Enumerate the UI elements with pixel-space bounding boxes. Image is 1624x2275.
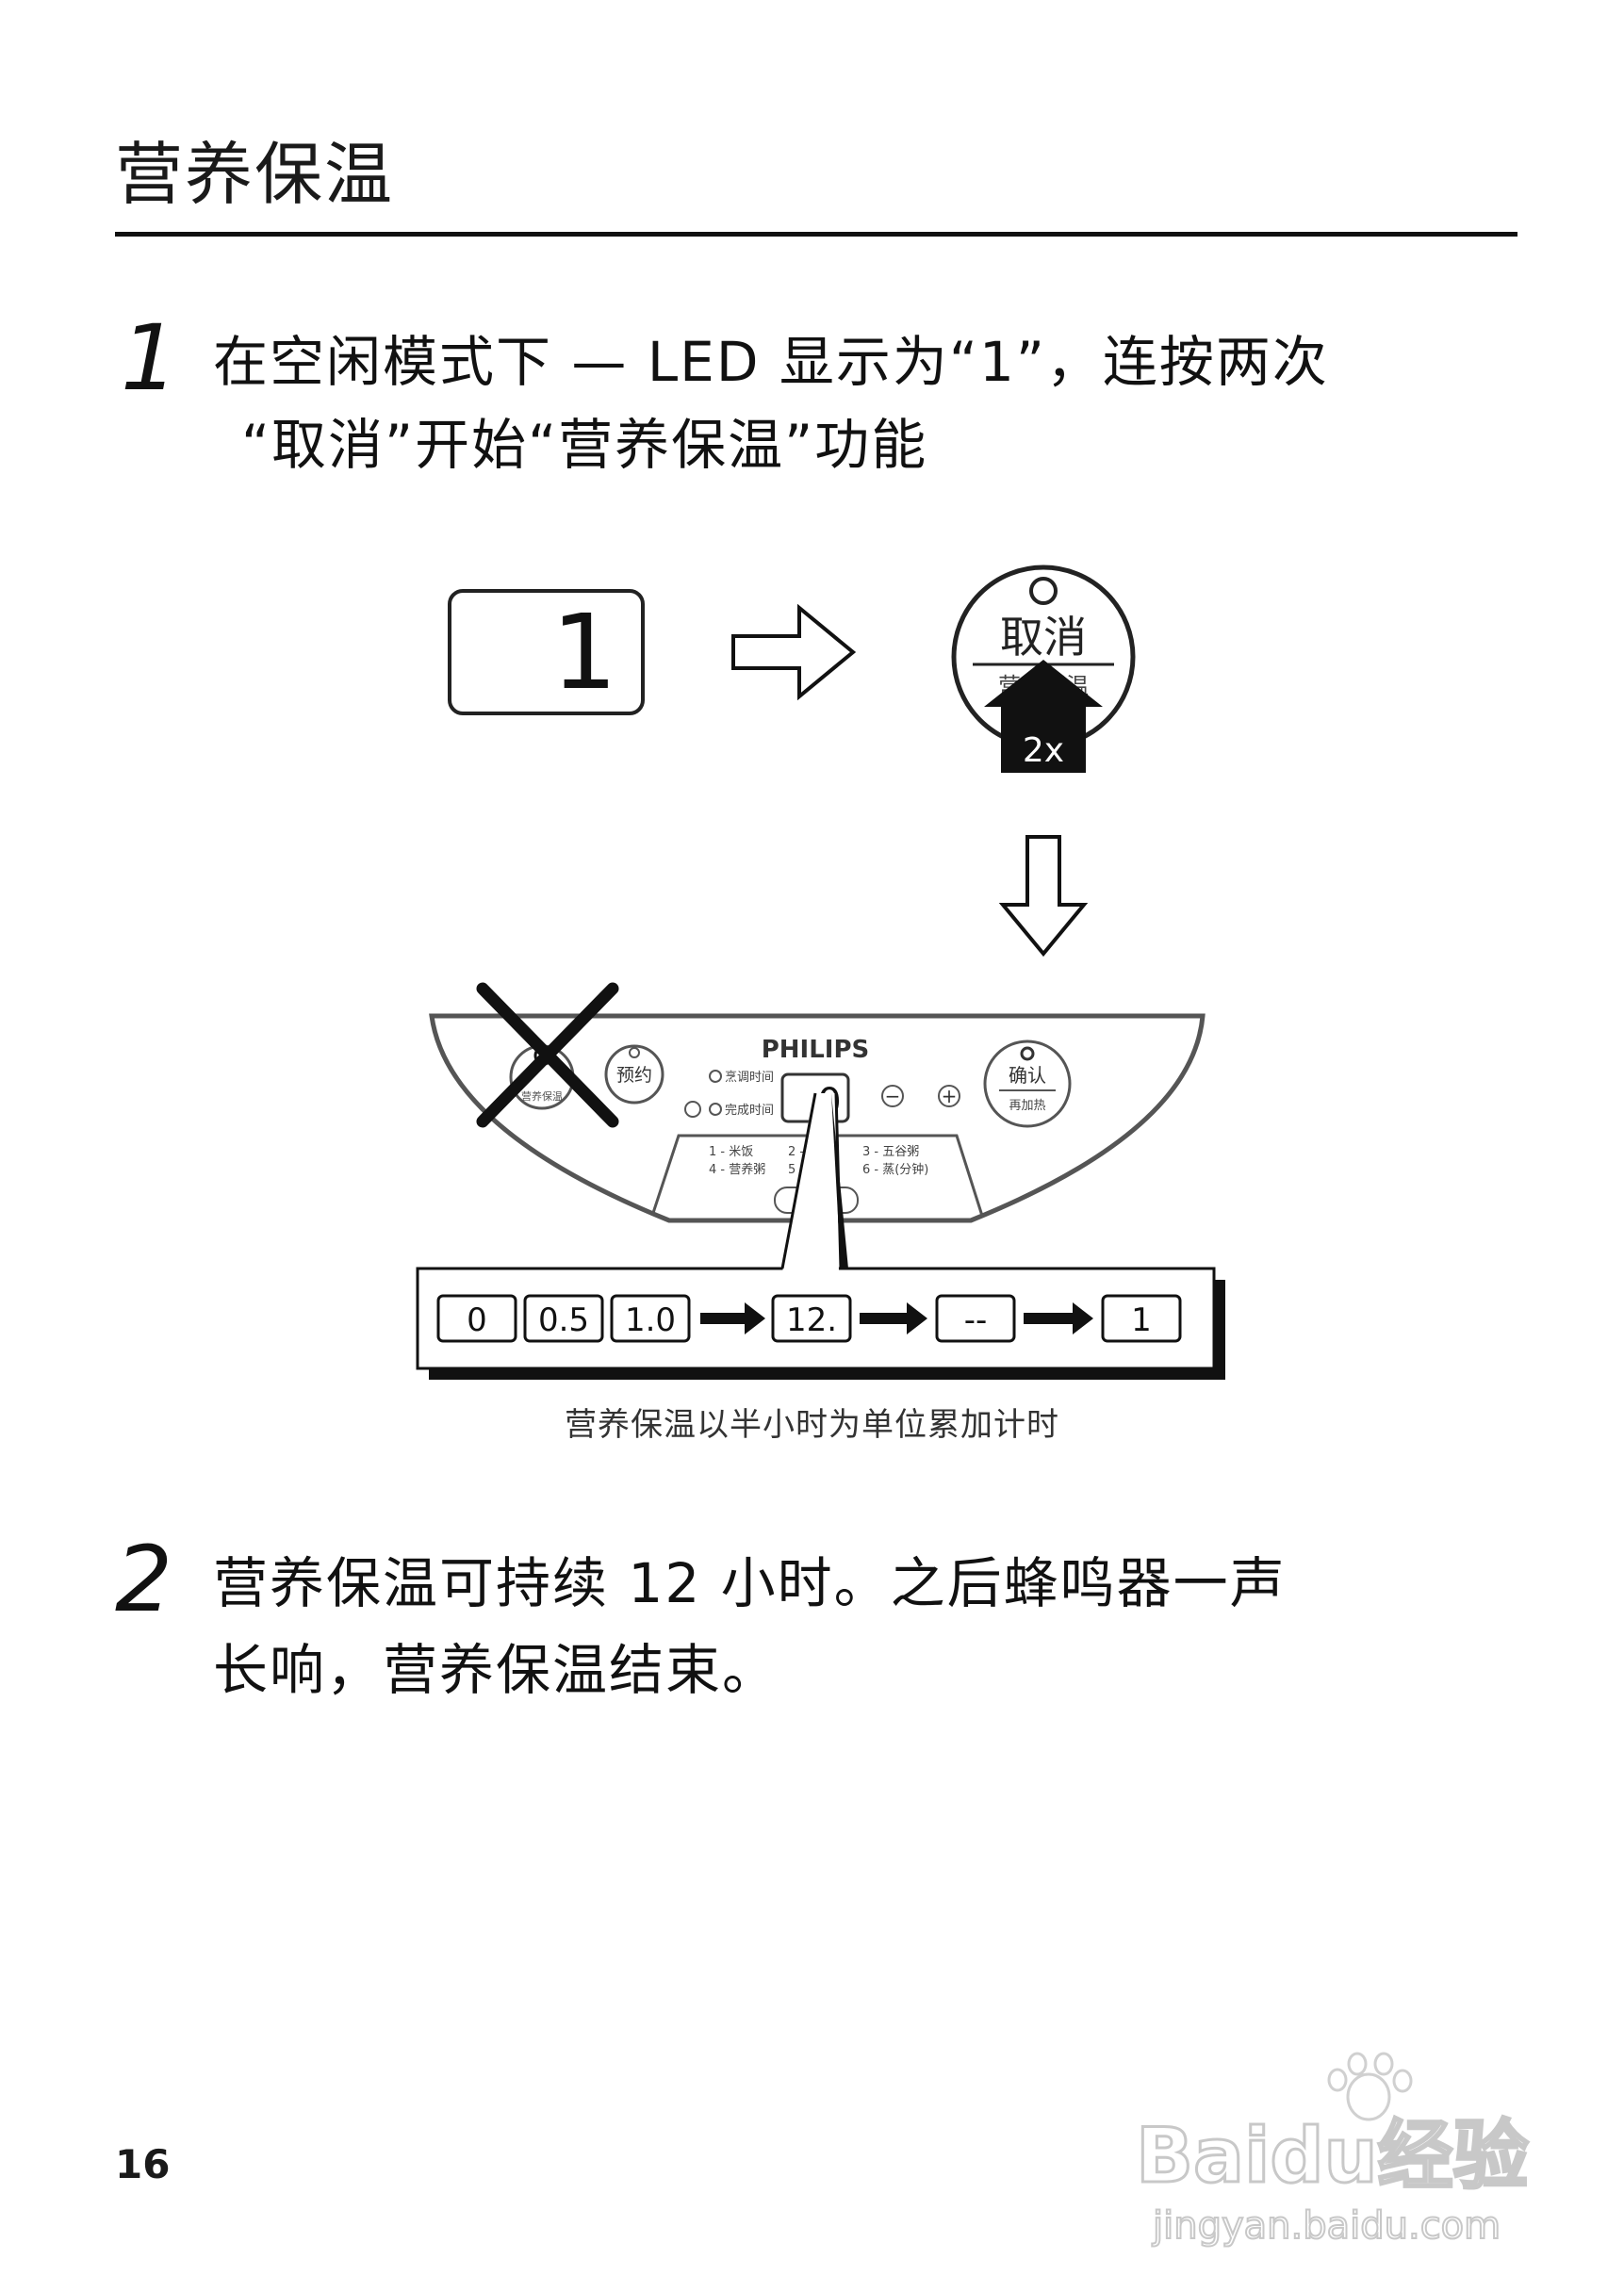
confirm-button-sublabel: 再加热 [1009, 1099, 1045, 1113]
sequence-step-6: 1 [1131, 1301, 1152, 1339]
plus-icon: + [942, 1085, 958, 1107]
sequence-step-4: 12. [786, 1301, 837, 1339]
sequence-step-2: 0.5 [538, 1301, 589, 1339]
step-1-line-1: 在空闲模式下 — LED 显示为“1”，连按两次 [213, 330, 1329, 394]
confirm-button-label: 确认 [1009, 1064, 1046, 1087]
figure-caption: 营养保温以半小时为单位累加计时 [565, 1406, 1059, 1444]
step-2-line-1: 营养保温可持续 12 小时。之后蜂鸣器一声 [213, 1551, 1287, 1615]
led-display-initial: 1 [448, 589, 645, 715]
watermark-url: jingyan.baidu.com [1152, 2204, 1501, 2248]
cancel-button-label: 取消 [1000, 612, 1087, 663]
sequence-arrow-3 [1024, 1302, 1093, 1334]
menu-item-3: 3 - 五谷粥 [862, 1144, 919, 1159]
menu-item-1: 1 - 米饭 [709, 1145, 753, 1159]
preset-button-label: 预约 [616, 1065, 652, 1086]
step-1-number: 1 [121, 305, 179, 411]
watermark-logo: Baidu经验 [1136, 2112, 1529, 2200]
step-2-line-2: 长响，营养保温结束。 [213, 1638, 779, 1702]
sequence-step-1: 0 [467, 1301, 487, 1339]
page-number: 16 [115, 2141, 171, 2187]
display-sequence-callout: 0 0.5 1.0 12. -- 1 [416, 1092, 1225, 1380]
step-2-number: 2 [115, 1527, 173, 1632]
sequence-step-3: 1.0 [625, 1301, 676, 1339]
page-title: 营养保温 [115, 135, 395, 214]
cancel-button-illustration: 取消 营养保温 2x [951, 565, 1136, 773]
led-initial-digit: 1 [551, 592, 617, 712]
title-divider [115, 232, 1517, 237]
press-count-label: 2x [1023, 731, 1064, 770]
menu-item-4: 4 - 营养粥 [709, 1162, 765, 1177]
arrow-right-icon [731, 603, 857, 701]
panel-left-button-sublabel: 营养保温 [521, 1089, 563, 1103]
indicator-finish-time: 完成时间 [725, 1104, 774, 1118]
clock-icon [684, 1101, 701, 1118]
minus-icon: − [885, 1085, 901, 1107]
cross-out-icon [476, 982, 619, 1128]
arrow-down-icon [998, 835, 1089, 957]
baidu-watermark: Baidu经验 jingyan.baidu.com [1135, 2052, 1530, 2249]
menu-item-6: 6 - 蒸(分钟) [862, 1162, 928, 1177]
indicator-cook-time: 烹调时间 [725, 1071, 774, 1085]
menu-item-5: 5 [788, 1163, 796, 1177]
sequence-arrow-2 [860, 1302, 927, 1334]
sequence-arrow-1 [700, 1302, 765, 1334]
sequence-step-5: -- [964, 1301, 988, 1339]
brand-logo: PHILIPS [762, 1036, 870, 1064]
press-arrow-icon [984, 660, 1103, 773]
step-1-line-2: “取消”开始“营养保温”功能 [241, 413, 928, 477]
